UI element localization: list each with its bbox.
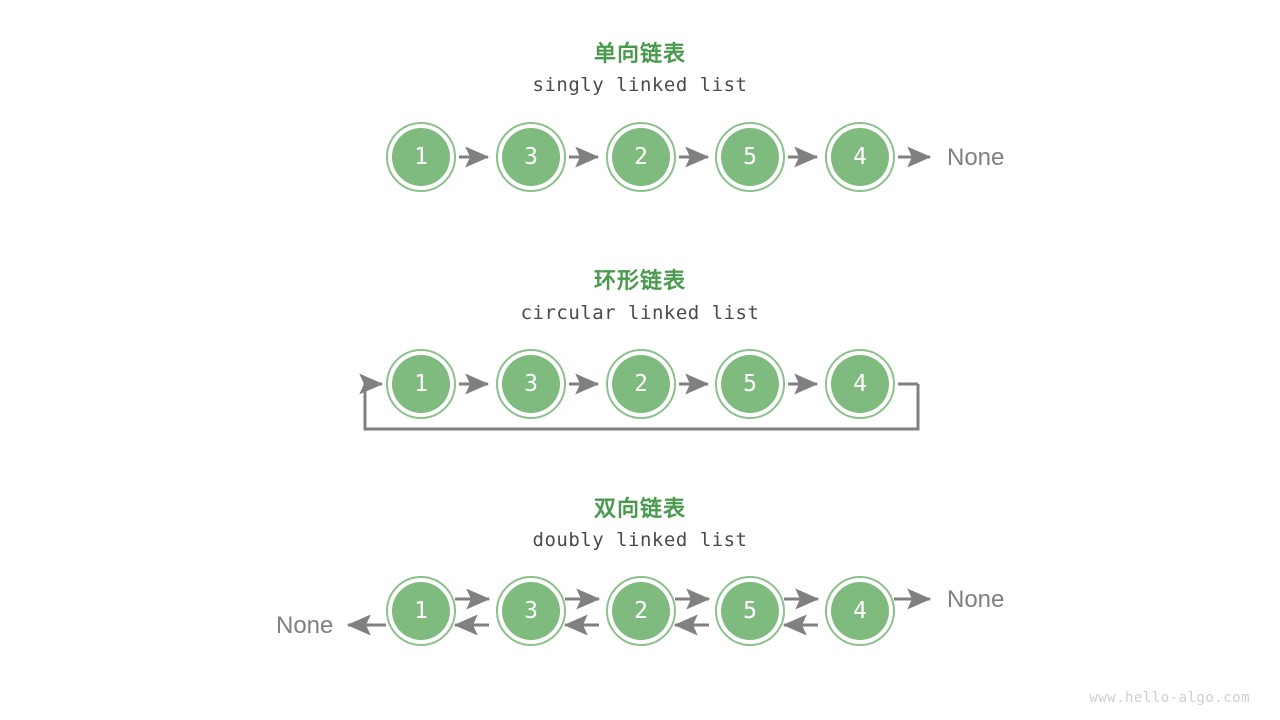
- node-doubly-2[interactable]: 2: [606, 576, 676, 646]
- node-value: 4: [853, 143, 867, 170]
- node-value: 5: [743, 370, 757, 397]
- none-label-doubly-head: None: [276, 612, 334, 639]
- watermark: www.hello-algo.com: [1089, 690, 1250, 706]
- node-core: 3: [502, 355, 560, 413]
- node-core: 5: [721, 355, 779, 413]
- none-label-doubly-tail: None: [947, 586, 1005, 613]
- node-core: 2: [612, 582, 670, 640]
- node-doubly-1[interactable]: 3: [496, 576, 566, 646]
- node-core: 1: [392, 355, 450, 413]
- node-core: 4: [831, 355, 889, 413]
- node-core: 4: [831, 128, 889, 186]
- node-doubly-3[interactable]: 5: [715, 576, 785, 646]
- node-core: 3: [502, 128, 560, 186]
- node-value: 3: [524, 597, 538, 624]
- node-singly-1[interactable]: 3: [496, 122, 566, 192]
- node-circular-4[interactable]: 4: [825, 349, 895, 419]
- section-subtitle-singly: singly linked list: [532, 74, 748, 96]
- node-value: 5: [743, 597, 757, 624]
- node-value: 3: [524, 370, 538, 397]
- node-value: 4: [853, 597, 867, 624]
- section-subtitle-doubly: doubly linked list: [532, 529, 748, 551]
- node-value: 2: [634, 597, 648, 624]
- section-title-singly: 单向链表: [593, 41, 686, 66]
- node-value: 3: [524, 143, 538, 170]
- node-value: 2: [634, 370, 648, 397]
- node-core: 2: [612, 128, 670, 186]
- node-value: 1: [414, 370, 428, 397]
- node-value: 1: [414, 597, 428, 624]
- node-circular-2[interactable]: 2: [606, 349, 676, 419]
- node-core: 3: [502, 582, 560, 640]
- node-core: 5: [721, 582, 779, 640]
- node-value: 5: [743, 143, 757, 170]
- node-circular-3[interactable]: 5: [715, 349, 785, 419]
- node-singly-0[interactable]: 1: [386, 122, 456, 192]
- node-singly-3[interactable]: 5: [715, 122, 785, 192]
- node-doubly-4[interactable]: 4: [825, 576, 895, 646]
- node-singly-4[interactable]: 4: [825, 122, 895, 192]
- node-core: 1: [392, 582, 450, 640]
- section-title-circular: 环形链表: [593, 268, 686, 293]
- node-value: 2: [634, 143, 648, 170]
- node-value: 1: [414, 143, 428, 170]
- node-value: 4: [853, 370, 867, 397]
- node-doubly-0[interactable]: 1: [386, 576, 456, 646]
- node-core: 4: [831, 582, 889, 640]
- section-title-doubly: 双向链表: [593, 496, 686, 521]
- node-circular-0[interactable]: 1: [386, 349, 456, 419]
- none-label-singly-tail: None: [947, 144, 1005, 171]
- node-core: 5: [721, 128, 779, 186]
- node-core: 1: [392, 128, 450, 186]
- section-subtitle-circular: circular linked list: [520, 302, 760, 324]
- node-circular-1[interactable]: 3: [496, 349, 566, 419]
- node-singly-2[interactable]: 2: [606, 122, 676, 192]
- node-core: 2: [612, 355, 670, 413]
